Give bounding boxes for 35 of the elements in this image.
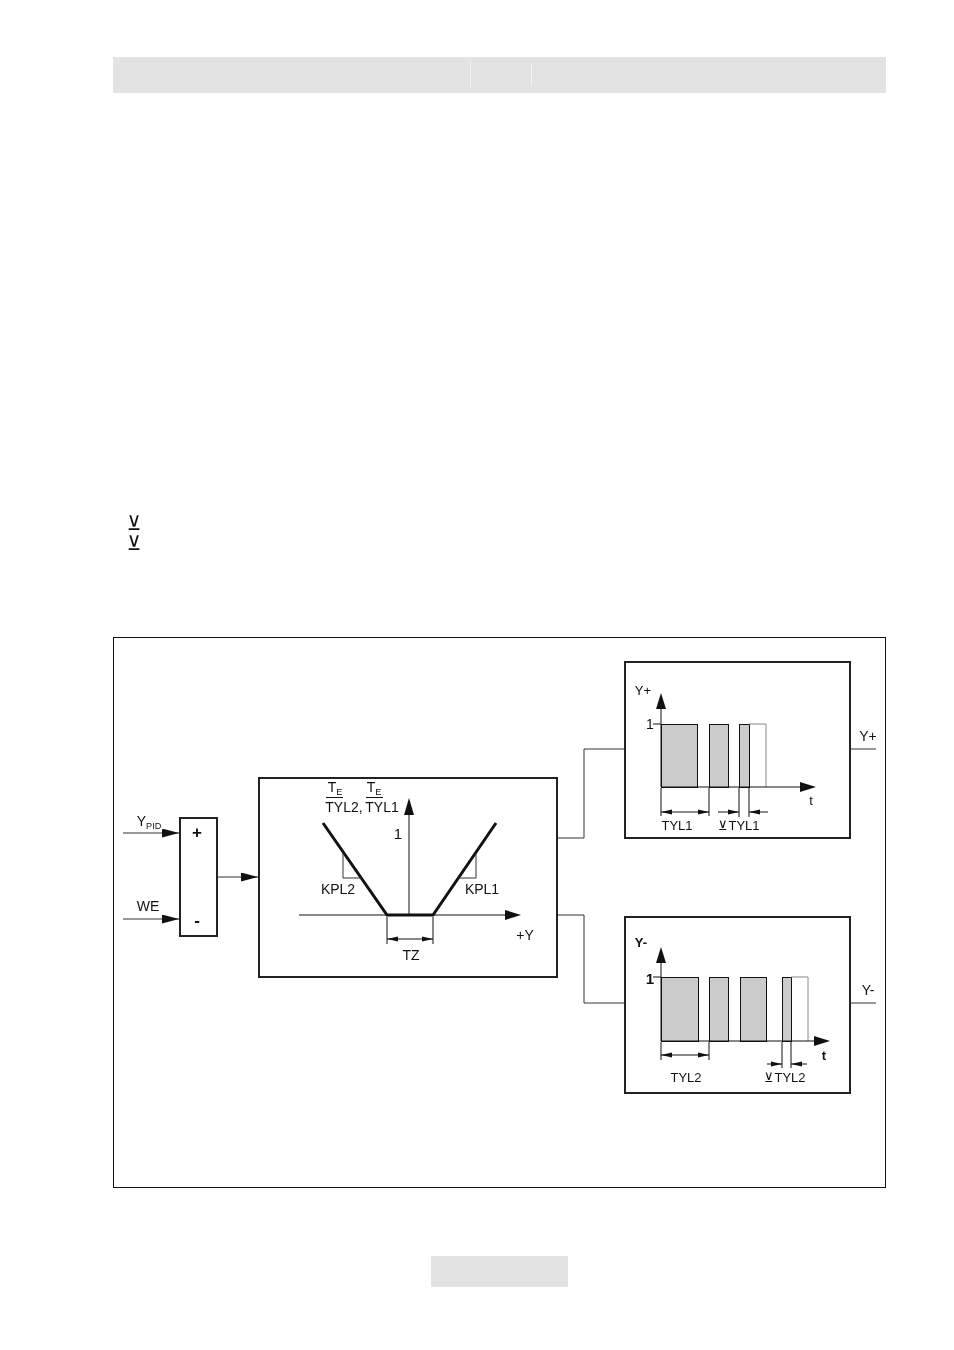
dimension-label: ⊻TYL1: [718, 818, 760, 834]
axis-label: Y+: [634, 683, 652, 699]
pulse-block: [624, 916, 851, 1094]
axis-label: t: [809, 793, 813, 809]
slope-label: KPL2: [320, 882, 356, 898]
minus-sign: -: [194, 911, 200, 931]
axis-value-label: 1: [393, 825, 403, 843]
connector-line: [557, 914, 625, 1004]
numerator-label: T$_{E}$: [327, 780, 343, 796]
bullet-symbol: ⊻: [126, 512, 142, 534]
signal-label: Y$_{PID}$: [135, 814, 163, 830]
denominator-label: TYL2,: [325, 800, 363, 816]
axis-label: +Y: [516, 928, 534, 944]
plus-sign: +: [192, 823, 202, 843]
pulse-block: [624, 661, 851, 839]
numerator-label: T$_{E}$: [366, 780, 382, 796]
summing-block: [179, 817, 218, 937]
connector-line: [850, 1002, 877, 1004]
bullet-symbol: ⊻: [126, 532, 142, 554]
characteristic-block: [258, 777, 558, 978]
dimension-label: TYL2: [670, 1070, 702, 1086]
dimension-label: TYL1: [661, 818, 693, 834]
axis-value-label: 1: [645, 970, 655, 988]
slope-label: KPL1: [464, 882, 500, 898]
denominator-label: TYL1: [365, 800, 399, 816]
arrow: [122, 914, 180, 924]
dimension-label: TZ: [402, 948, 420, 964]
connector-line: [557, 748, 625, 839]
axis-value-label: 1: [646, 717, 654, 733]
dimension-label: ⊻TYL2: [764, 1070, 806, 1086]
arrow: [217, 872, 259, 882]
connector-line: [850, 748, 877, 750]
axis-label: t: [821, 1048, 827, 1064]
axis-label: Y-: [634, 935, 648, 951]
arrow: [122, 828, 180, 838]
